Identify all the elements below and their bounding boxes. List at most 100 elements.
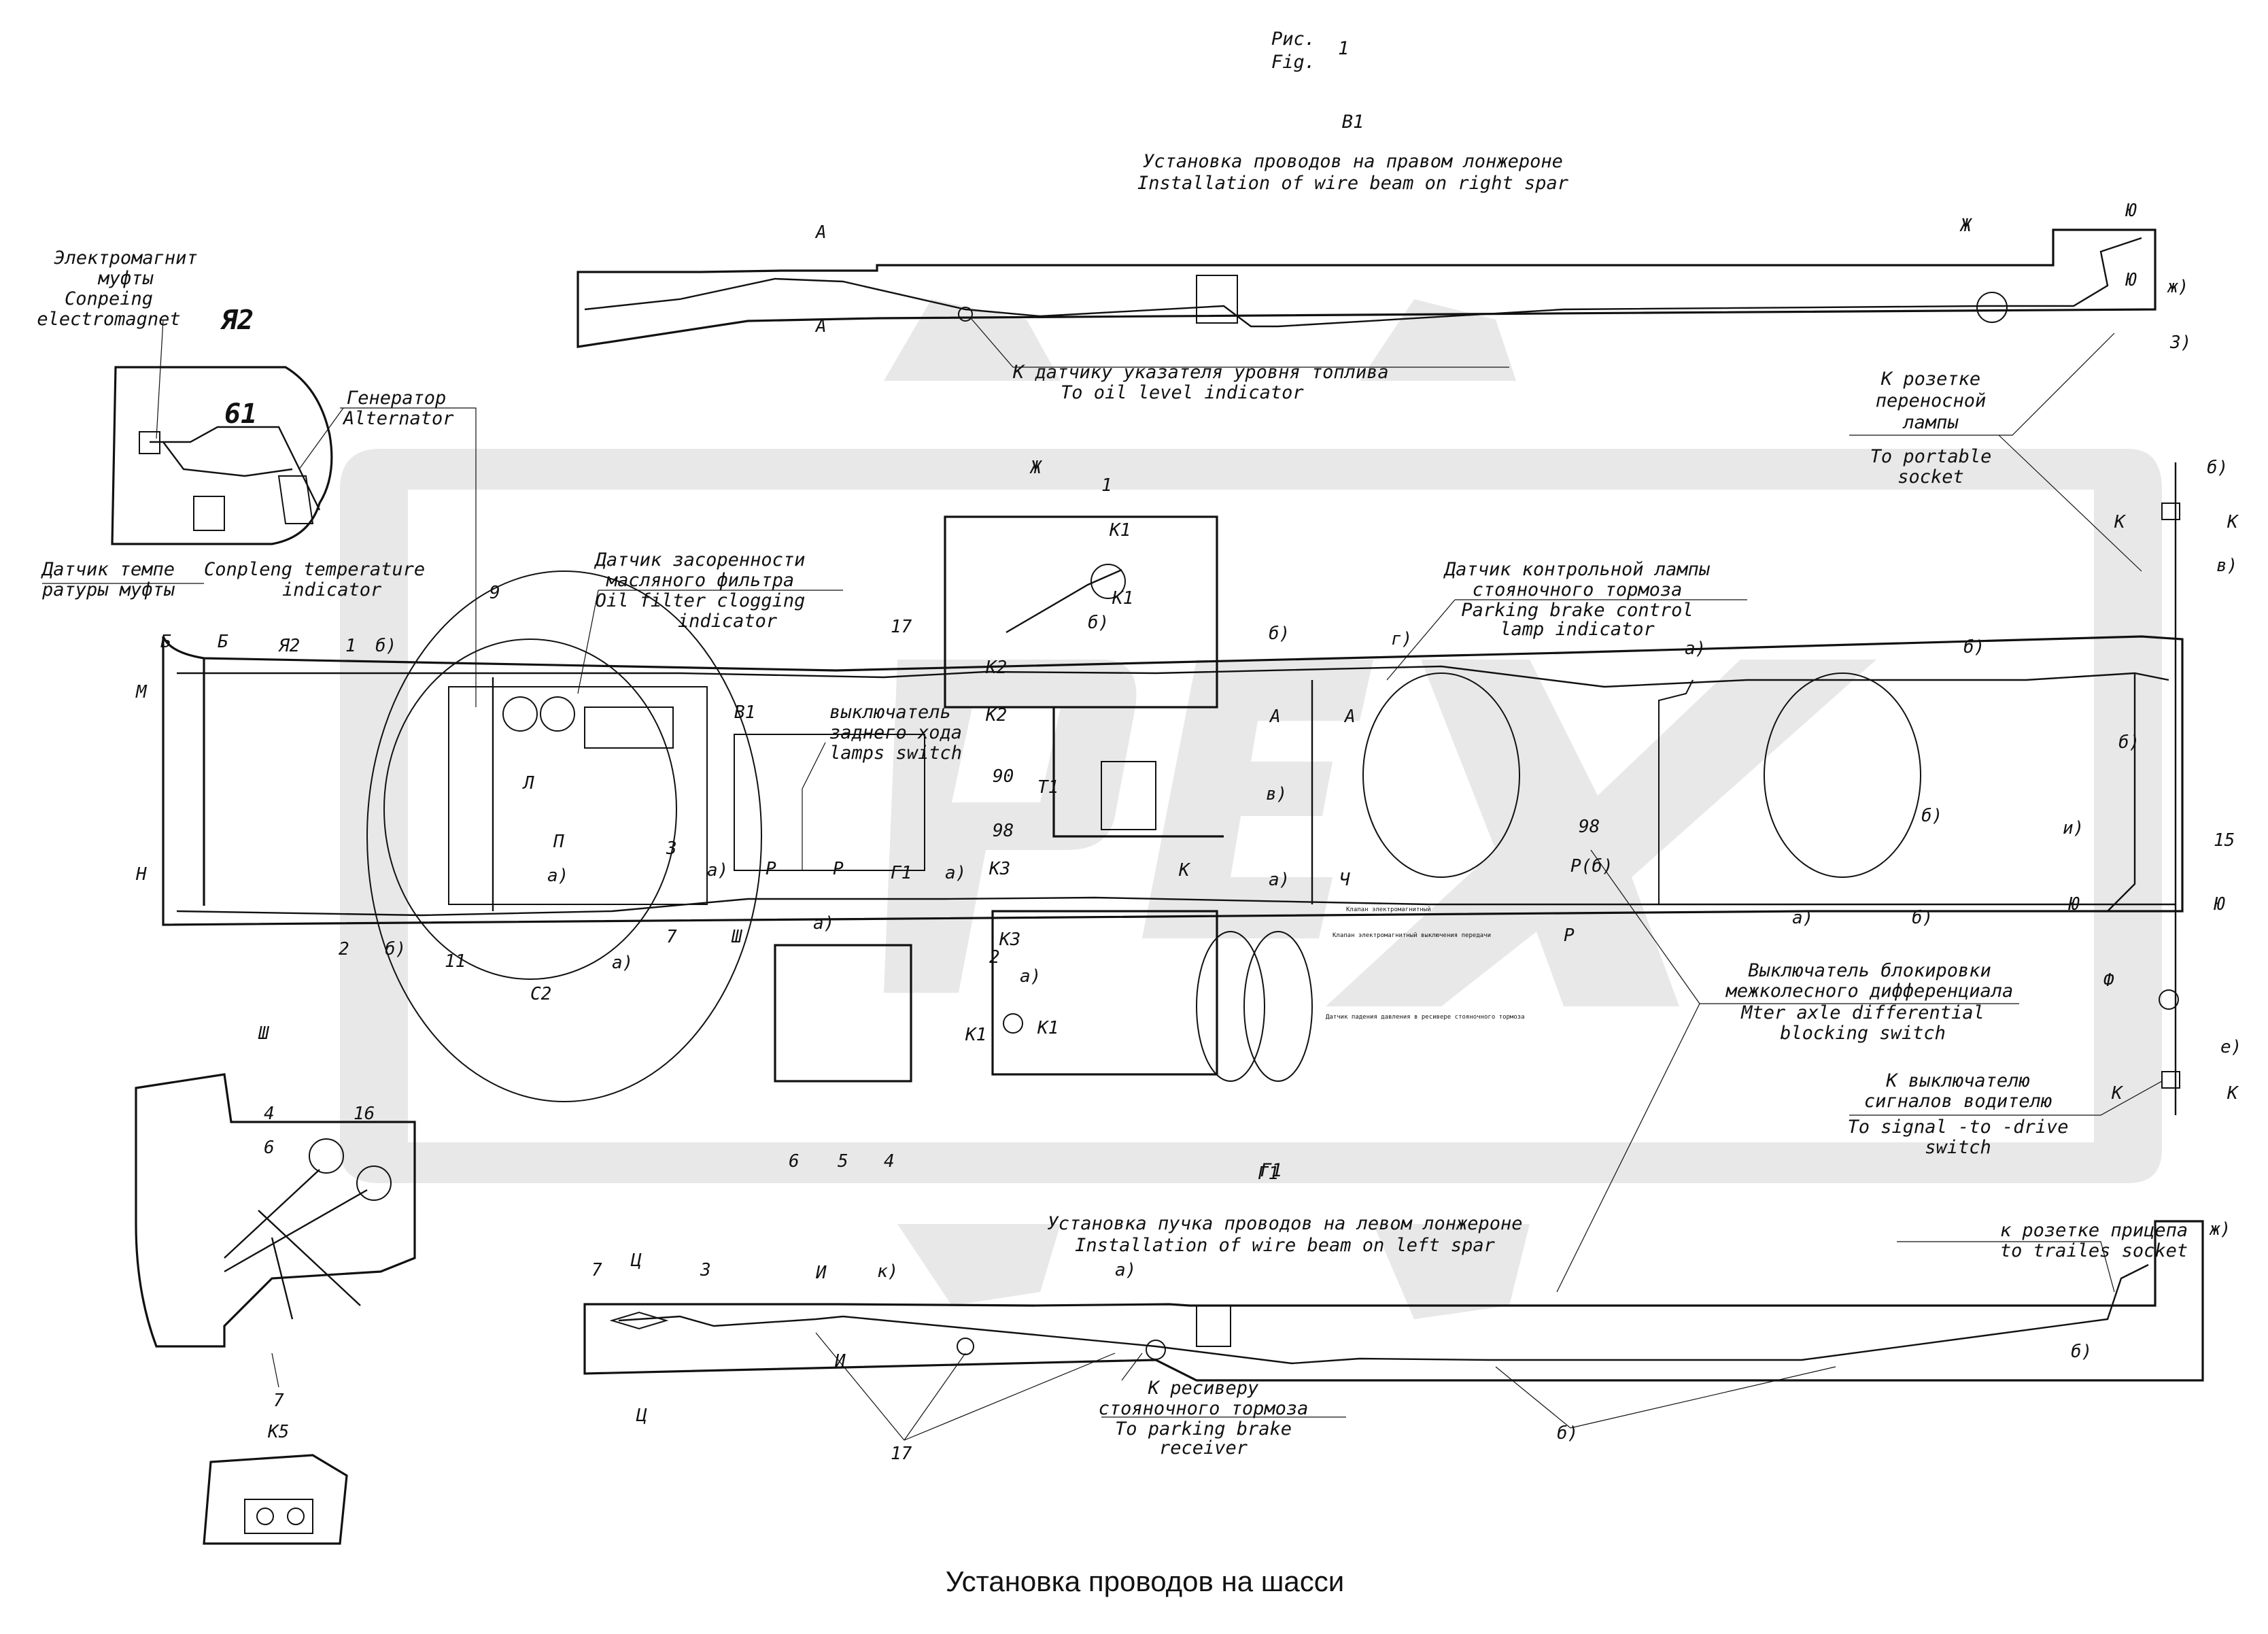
mark-l: Л bbox=[522, 773, 534, 794]
view-g1-title-en: Installation of wire beam on left spar bbox=[1075, 1235, 1495, 1256]
mark-zh-mid: Ж bbox=[1029, 458, 1043, 478]
detail-sh-4: 4 bbox=[264, 1104, 275, 1124]
left-spar-clip bbox=[609, 1311, 669, 1330]
generator-en: Alternator bbox=[342, 408, 454, 429]
mark-ch: Ч bbox=[1339, 870, 1350, 890]
reverse-switch-ru-1: выключатель bbox=[829, 702, 951, 723]
receiver-ru-1: К ресиверу bbox=[1148, 1378, 1259, 1399]
clutch-magnet-en-1: Conpeing bbox=[65, 288, 153, 309]
harness-rear-right bbox=[2107, 673, 2136, 912]
trailer-ru: к розетке прицепа bbox=[2000, 1220, 2188, 1241]
watermark-logo bbox=[340, 299, 2162, 1319]
mark-6-low: 6 bbox=[789, 1151, 800, 1172]
mark-b-low-7: б) bbox=[1963, 637, 1984, 658]
mark-a-cap-2: А bbox=[814, 316, 827, 337]
mark-k1-top-a: К1 bbox=[1109, 520, 1131, 541]
detail-sh-label: Ш bbox=[258, 1023, 270, 1044]
clutch-wire-2 bbox=[162, 441, 293, 477]
mark-m: М bbox=[135, 682, 148, 702]
view-g1-title-ru: Установка пучка проводов на левом лонжер… bbox=[1048, 1213, 1523, 1234]
left-spar-sensor bbox=[957, 1338, 974, 1355]
figure-label-ru: Рис. bbox=[1271, 29, 1316, 50]
mark-b-low-5: б) bbox=[1912, 908, 1933, 928]
mark-yu-top-2: Ю bbox=[2125, 270, 2137, 290]
main-chassis: Б Б М Н Я2 1 б) 9 2 б) 11 а) а) а) а) П … bbox=[135, 458, 2241, 1293]
portable-en-2: socket bbox=[1897, 466, 1964, 488]
mark-a-low-9: а) bbox=[1792, 908, 1813, 928]
tiny-pressure-sensor: Датчик падения давления в ресивере стоян… bbox=[1326, 1014, 1525, 1021]
mark-k-5: К bbox=[2227, 1083, 2239, 1104]
mark-k-4: К bbox=[2111, 1083, 2124, 1104]
detail-sh-leader bbox=[271, 1352, 279, 1388]
air-tank-2 bbox=[1243, 931, 1313, 1082]
mark-2-left: 2 bbox=[339, 939, 349, 959]
mark-z-low: З) bbox=[2169, 333, 2191, 353]
mark-98: 98 bbox=[993, 821, 1014, 841]
mark-p-2: Р bbox=[833, 859, 844, 879]
mark-yu-2: Ю bbox=[2214, 894, 2225, 915]
left-b-low-2: б) bbox=[2071, 1342, 2092, 1362]
harness-lower bbox=[176, 896, 2176, 917]
mark-v: Р bbox=[766, 859, 776, 879]
left-spar-wire bbox=[618, 1263, 2149, 1365]
receiver-en-1: To parking brake bbox=[1115, 1418, 1292, 1440]
mark-f: Ф bbox=[2103, 970, 2114, 991]
oil-filter bbox=[502, 696, 538, 732]
diagram-caption: Установка проводов на шасси bbox=[946, 1565, 1345, 1597]
detail-sh-16: 16 bbox=[354, 1104, 375, 1124]
mark-g1: Г1 bbox=[891, 863, 912, 883]
clutch-temp-en-1: Conpleng temperature bbox=[204, 559, 425, 580]
diff-lock-en-2: blocking switch bbox=[1780, 1023, 1946, 1044]
signal-switch-ru-1: К выключателю bbox=[1885, 1070, 2029, 1091]
mark-5-low: 5 bbox=[838, 1151, 848, 1172]
mark-k1-a: К1 bbox=[965, 1025, 986, 1045]
air-tank-support bbox=[991, 910, 1218, 1076]
detail-k5-block bbox=[244, 1499, 313, 1534]
mark-b-low-9: б) bbox=[2207, 458, 2228, 478]
fuel-callout-en: To oil level indicator bbox=[1061, 382, 1304, 403]
mark-zh-top: Ж bbox=[1959, 216, 1973, 236]
left-ts-1: Ц bbox=[630, 1250, 642, 1271]
oil-filter-leader bbox=[577, 590, 599, 694]
clutch-unit bbox=[193, 496, 225, 531]
parking-lamp-en-2: lamp indicator bbox=[1500, 619, 1655, 640]
mark-yu-1: Ю bbox=[2068, 894, 2080, 915]
detail-clutch: Электромагнит муфты Conpeing electromagn… bbox=[37, 248, 477, 707]
brake-receiver-connector bbox=[1146, 1340, 1166, 1360]
detail-sh-comp-2 bbox=[356, 1165, 392, 1201]
mark-98-right: 98 bbox=[1579, 817, 1600, 837]
signal-switch-en-2: switch bbox=[1925, 1137, 1991, 1158]
portable-socket-callout: К розетке переносной лампы To portable s… bbox=[1849, 333, 2142, 572]
detail-sh-outline bbox=[135, 1073, 416, 1348]
mark-p-3: Р bbox=[1564, 925, 1575, 946]
cab-rear-panel bbox=[944, 515, 1218, 709]
fuel-callout-ru: К датчику указателя уровня топлива bbox=[1012, 362, 1389, 383]
gearbox bbox=[734, 734, 925, 871]
mark-n: Н bbox=[135, 864, 147, 885]
oil-filter-en-1: Oil filter clogging bbox=[596, 590, 806, 611]
clutch-magnet-ru-1: Электромагнит bbox=[54, 248, 197, 269]
clutch-magnet-leader bbox=[156, 319, 164, 439]
sensor-leader-wire bbox=[1006, 568, 1122, 634]
mark-a-low-6: а) bbox=[1020, 966, 1041, 987]
generator-leader bbox=[298, 407, 344, 470]
left-zh-low: ж) bbox=[2209, 1219, 2231, 1240]
mark-a-cap-3: А bbox=[1269, 707, 1281, 727]
mark-g-low: г) bbox=[1391, 629, 1412, 649]
oil-filter-ru-1: Датчик засоренности bbox=[594, 549, 806, 571]
mark-k-1: К bbox=[1178, 860, 1191, 881]
portable-leader-1 bbox=[1849, 333, 2115, 436]
rear-switch-box-2 bbox=[2161, 1071, 2180, 1089]
clutch-temp-ru-1: Датчик темпе bbox=[41, 559, 175, 580]
oil-filter-2 bbox=[540, 696, 575, 732]
engine-block bbox=[448, 686, 708, 905]
mark-15: 15 bbox=[2214, 830, 2235, 851]
detail-sh-wires bbox=[224, 1169, 368, 1320]
mark-k-3: К bbox=[2227, 512, 2239, 532]
portable-leader-2 bbox=[1998, 435, 2142, 572]
sensor-k1 bbox=[1003, 1013, 1023, 1034]
mark-a-low-7: а) bbox=[1685, 639, 1706, 659]
mark-b-low-6: б) bbox=[1921, 806, 1942, 826]
detail-sh-6: 6 bbox=[264, 1138, 275, 1158]
